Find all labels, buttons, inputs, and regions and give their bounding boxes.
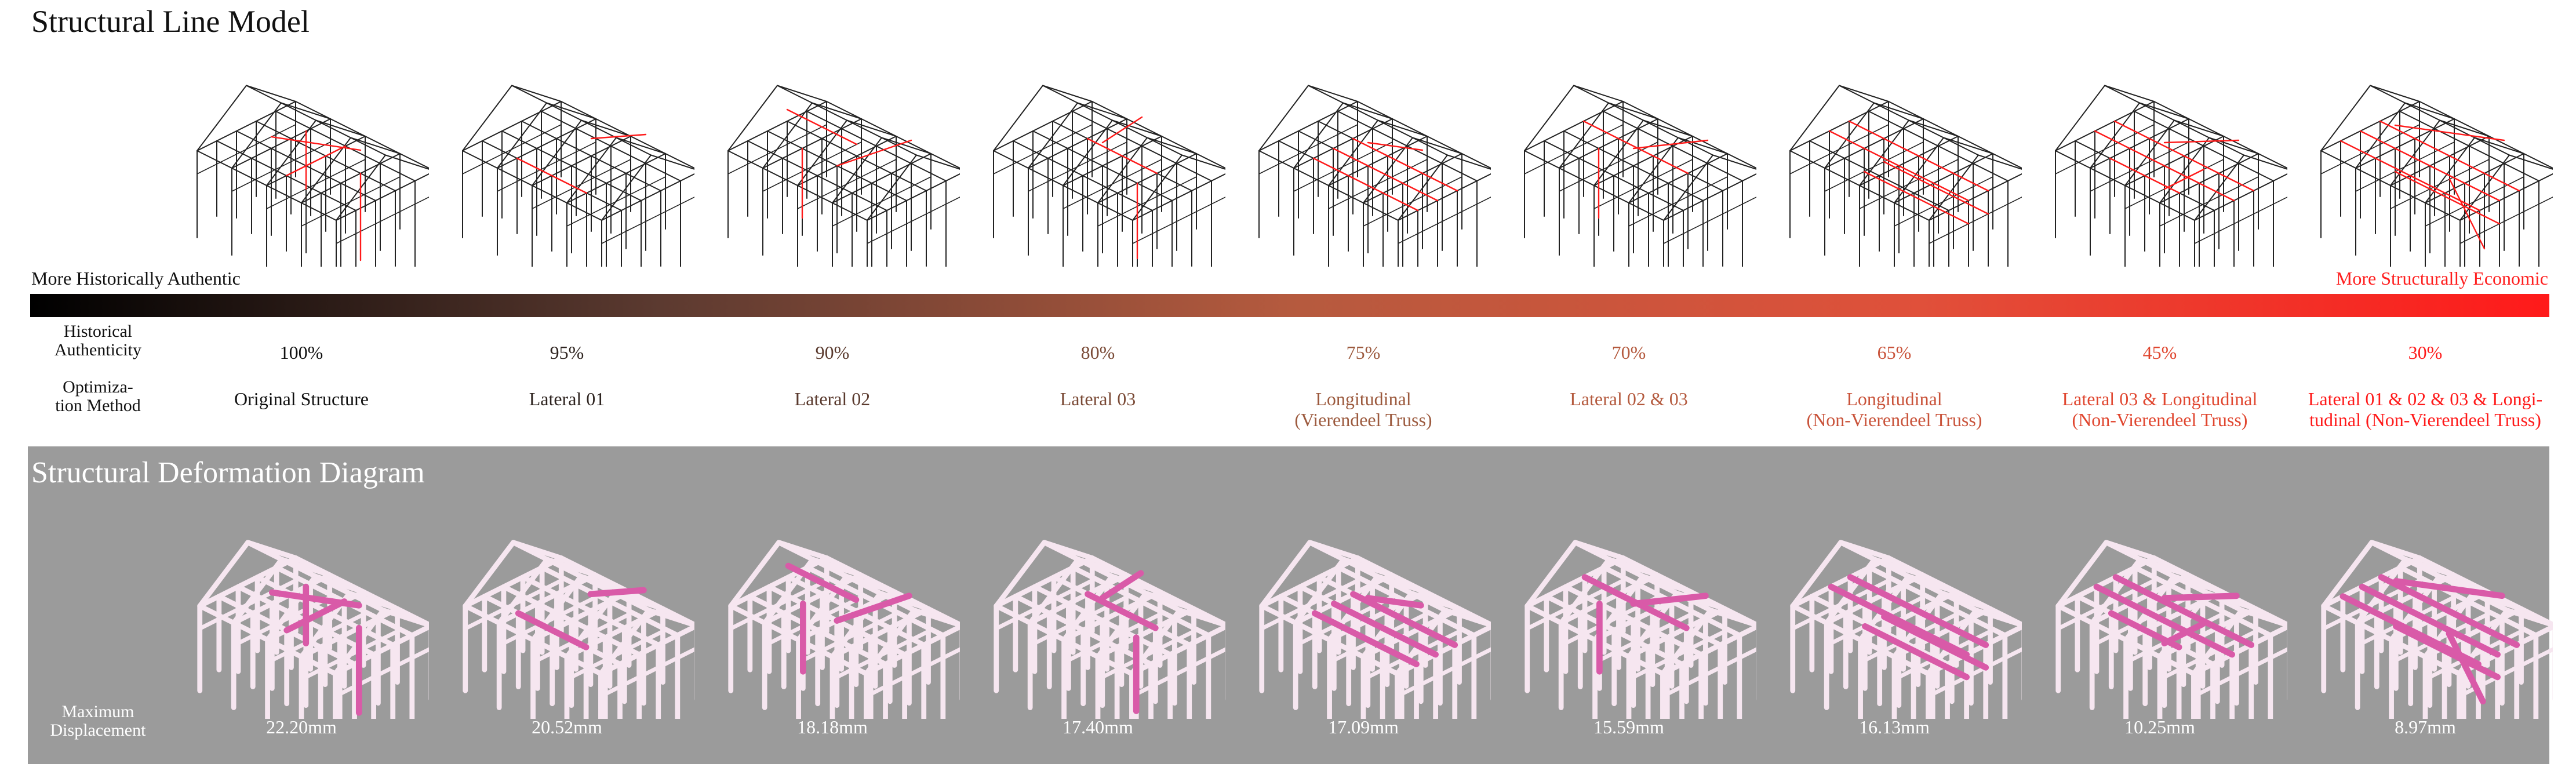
authenticity-value: 30% [2408,342,2443,363]
line-model-7 [1767,46,2022,267]
line-model-5 [1236,46,1491,267]
max-displacement-value: 22.20mm [266,717,337,737]
max-displacement-value: 10.25mm [2124,717,2195,737]
line-model-1 [174,46,429,267]
optimization-method: Lateral 02 & 03 [1570,388,1688,409]
optimization-method: Longitudinal (Vierendeel Truss) [1294,388,1432,430]
authenticity-value: 65% [1877,342,1912,363]
authenticity-value: 90% [815,342,850,363]
line-model-row [0,46,2576,267]
optimization-method: Lateral 03 [1060,388,1136,409]
max-displacement-value: 20.52mm [532,717,602,737]
authenticity-row-header: Historical Authenticity [54,322,141,359]
method-row-header: Optimiza- tion Method [55,377,141,415]
line-model-9 [2298,46,2553,267]
gradient-left-label: More Historically Authentic [31,268,241,289]
deformation-model-3 [705,504,960,719]
authenticity-value: 100% [279,342,323,363]
deformation-model-5 [1236,504,1491,719]
max-displacement-value: 16.13mm [1859,717,1930,737]
deformation-model-1 [174,504,429,719]
deformation-model-6 [1501,504,1756,719]
max-displacement-value: 15.59mm [1593,717,1664,737]
max-displacement-value: 17.40mm [1063,717,1133,737]
deformation-model-row [0,504,2576,719]
line-model-8 [2032,46,2287,267]
line-model-title: Structural Line Model [31,4,310,39]
line-model-6 [1501,46,1756,267]
deformation-title: Structural Deformation Diagram [31,456,425,489]
authenticity-value: 45% [2142,342,2177,363]
authenticity-value: 95% [550,342,584,363]
deformation-model-7 [1767,504,2022,719]
max-displacement-value: 8.97mm [2395,717,2456,737]
authenticity-gradient-bar [30,294,2549,317]
optimization-method: Lateral 01 & 02 & 03 & Longi- tudinal (N… [2308,388,2543,430]
optimization-method: Lateral 01 [529,388,605,409]
deformation-model-8 [2032,504,2287,719]
optimization-method: Original Structure [234,388,369,409]
gradient-right-label: More Structurally Economic [2335,268,2548,289]
max-displacement-value: 17.09mm [1328,717,1399,737]
deformation-model-9 [2298,504,2553,719]
authenticity-value: 75% [1346,342,1381,363]
authenticity-value: 70% [1611,342,1646,363]
displacement-row-header: Maximum Displacement [50,702,146,740]
line-model-2 [439,46,694,267]
optimization-method: Lateral 03 & Longitudinal (Non-Vierendee… [2062,388,2258,430]
optimization-method: Longitudinal (Non-Vierendeel Truss) [1806,388,1982,430]
deformation-model-4 [970,504,1225,719]
line-model-3 [705,46,960,267]
authenticity-value: 80% [1080,342,1115,363]
max-displacement-value: 18.18mm [797,717,868,737]
deformation-model-2 [439,504,694,719]
optimization-method: Lateral 02 [794,388,871,409]
line-model-4 [970,46,1225,267]
